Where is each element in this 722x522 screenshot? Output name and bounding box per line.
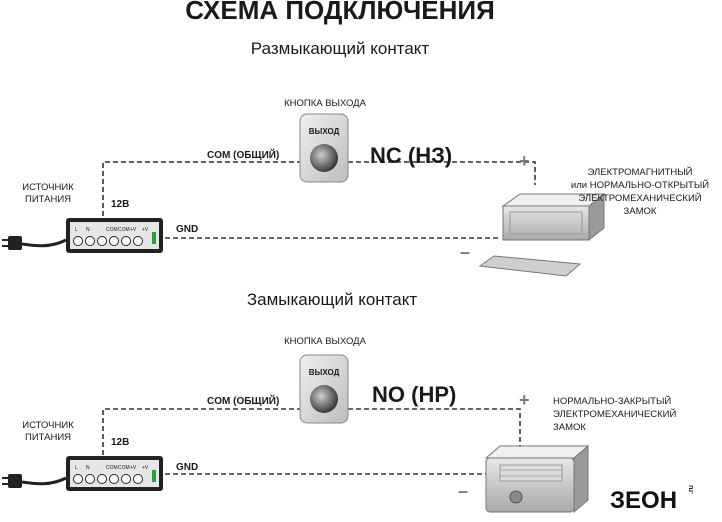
power-supply: L N COM COM +V +V [2,456,163,491]
exit-button-knob [310,385,338,413]
terminal-l: L [75,227,78,233]
terminal-v-1: +V [130,465,137,471]
gnd-label: GND [176,224,198,235]
section-normally-open: Замыкающий контакт COM (ОБЩИЙ) NO (НР) 1… [2,290,676,514]
terminal-n: N [86,465,90,471]
power-led [152,232,156,244]
com-label: COM (ОБЩИЙ) [207,394,279,407]
lock-label-line3: ЗАМОК [553,422,586,433]
terminal-com-2: COM [118,227,130,233]
lock-label-line2: ЭЛЕКТРОМЕХАНИЧЕСКИЙ [553,408,676,420]
lock-label-line2: или НОРМАЛЬНО-ОТКРЫТЫЙ [571,179,709,191]
supply-label-line1: ИСТОЧНИК [22,182,74,193]
exit-button-face-label: ВЫХОД [309,368,340,377]
no-wire [348,408,521,448]
supply-label-line1: ИСТОЧНИК [22,420,74,431]
supply-label-line2: ПИТАНИЯ [25,432,71,443]
lock-label-line4: ЗАМОК [624,206,657,217]
plus-sign: + [519,390,530,410]
voltage-label: 12В [111,199,129,210]
power-led [152,470,156,482]
voltage-label: 12В [111,437,129,448]
exit-button-label: КНОПКА ВЫХОДА [284,336,367,347]
section-normally-closed: Размыкающий контакт COM (ОБЩИЙ) NC (НЗ) … [2,39,709,277]
power-plug [8,474,22,488]
power-plug [8,236,22,250]
terminal-v-2: +V [142,227,149,233]
exit-button-knob [310,144,338,172]
exit-button-face-label: ВЫХОД [309,127,340,136]
terminal-com-2: COM [118,465,130,471]
gnd-wire [165,473,488,490]
terminal-v-2: +V [142,465,149,471]
terminal-com-1: COM [106,227,118,233]
minus-sign: – [458,481,468,501]
armature-plate [478,255,582,277]
exit-button: ВЫХОД [299,354,349,424]
lock-label-line1: НОРМАЛЬНО-ЗАКРЫТЫЙ [553,395,671,407]
power-cord [21,238,67,248]
diagram-title: СХЕМА ПОДКЛЮЧЕНИЯ [185,0,495,25]
electromechanical-lock [484,444,590,514]
electromagnetic-lock [478,192,606,277]
exit-button: ВЫХОД [299,113,349,183]
gnd-label: GND [176,462,198,473]
exit-button-label: КНОПКА ВЫХОДА [284,98,367,109]
lock-label-line3: ЭЛЕКТРОМЕХАНИЧЕСКИЙ [578,192,701,204]
terminal-com-1: COM [106,465,118,471]
logo-suffix: .ru [688,485,695,494]
terminal-l: L [75,465,78,471]
minus-sign: – [460,242,470,262]
power-supply: L N COM COM +V +V [2,218,163,253]
mode-label: NC (НЗ) [370,143,452,168]
section-heading: Размыкающий контакт [251,39,430,58]
supply-label-line2: ПИТАНИЯ [25,194,71,205]
terminal-v-1: +V [130,227,137,233]
nc-wire [348,161,536,185]
lock-label-line1: ЭЛЕКТРОМАГНИТНЫЙ [588,166,693,178]
terminal-n: N [86,227,90,233]
power-cord [21,476,67,486]
brand-logo: ЗЕОН .ru [604,476,716,518]
logo-text: ЗЕОН [610,487,677,514]
com-wire [102,161,300,216]
com-wire [102,408,300,455]
com-label: COM (ОБЩИЙ) [207,148,279,161]
plus-sign: + [519,151,530,171]
mode-label: NO (НР) [372,382,456,407]
section-heading: Замыкающий контакт [247,290,417,309]
lock-cylinder [509,490,523,504]
